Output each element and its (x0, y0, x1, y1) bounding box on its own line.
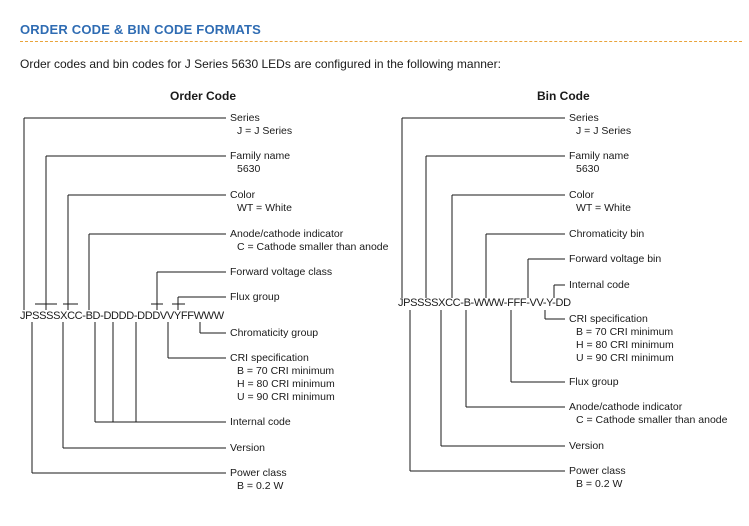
bin-version-title: Version (569, 440, 605, 452)
bin-family-title: Family name (569, 150, 630, 162)
intro-text: Order codes and bin codes for J Series 5… (20, 57, 501, 71)
order-power-title: Power class (230, 467, 287, 479)
bin-code-connectors (401, 117, 565, 472)
order-code-connectors (23, 117, 226, 474)
order-color-title: Color (230, 189, 256, 201)
order-family-value: 5630 (237, 163, 261, 175)
bin-power-value: B = 0.2 W (576, 478, 623, 490)
bin-cri-value-u: U = 90 CRI minimum (576, 352, 674, 364)
order-flux-title: Flux group (230, 291, 280, 303)
order-anode-value: C = Cathode smaller than anode (237, 241, 389, 253)
order-series-title: Series (230, 112, 260, 124)
bin-color-value: WT = White (576, 202, 631, 214)
order-color-label: Color WT = White (230, 189, 292, 215)
bin-cri-value-h: H = 80 CRI minimum (576, 339, 674, 351)
bin-internal-title: Internal code (569, 279, 630, 291)
bin-internal-label: Internal code (569, 279, 630, 292)
order-color-value: WT = White (237, 202, 292, 214)
bin-voltage-label: Forward voltage bin (569, 253, 661, 266)
order-code-string: JPSSSSXCC-BD-DDDD-DDDVVYFFWWW (20, 310, 224, 322)
order-power-value: B = 0.2 W (237, 480, 284, 492)
order-version-label: Version (230, 442, 265, 455)
bin-power-label: Power class B = 0.2 W (569, 465, 626, 491)
bin-power-title: Power class (569, 465, 626, 477)
bin-code-string: JPSSSSXCC-B-WWW-FFF-VV-Y-DD (398, 297, 571, 309)
order-power-label: Power class B = 0.2 W (230, 467, 287, 493)
order-internal-title: Internal code (230, 416, 291, 428)
bin-color-label: Color WT = White (569, 189, 631, 215)
order-cri-value-u: U = 90 CRI minimum (237, 391, 335, 403)
order-chroma-title: Chromaticity group (230, 327, 319, 339)
order-cri-label: CRI specification B = 70 CRI minimum H =… (230, 352, 335, 404)
order-cri-value-h: H = 80 CRI minimum (237, 378, 335, 390)
bin-flux-label: Flux group (569, 376, 619, 389)
bin-family-value: 5630 (576, 163, 600, 175)
bin-family-label: Family name 5630 (569, 150, 629, 176)
bin-series-value: J = J Series (576, 125, 632, 137)
order-internal-label: Internal code (230, 416, 291, 429)
title-divider (20, 41, 742, 42)
bin-anode-title: Anode/cathode indicator (569, 401, 683, 413)
order-family-label: Family name 5630 (230, 150, 290, 176)
order-family-title: Family name (230, 150, 291, 162)
order-anode-label: Anode/cathode indicator C = Cathode smal… (230, 228, 388, 254)
order-voltage-title: Forward voltage class (230, 266, 333, 278)
bin-chroma-label: Chromaticity bin (569, 228, 644, 241)
bin-code-heading: Bin Code (537, 89, 590, 103)
order-cri-title: CRI specification (230, 352, 309, 364)
bin-series-title: Series (569, 112, 599, 124)
order-series-value: J = J Series (237, 125, 293, 137)
bin-anode-label: Anode/cathode indicator C = Cathode smal… (569, 401, 727, 427)
order-anode-title: Anode/cathode indicator (230, 228, 344, 240)
bin-cri-label: CRI specification B = 70 CRI minimum H =… (569, 313, 674, 365)
section-title: ORDER CODE & BIN CODE FORMATS (20, 22, 262, 37)
bin-version-label: Version (569, 440, 604, 453)
order-cri-value-b: B = 70 CRI minimum (237, 365, 335, 377)
order-voltage-label: Forward voltage class (230, 266, 332, 279)
order-version-title: Version (230, 442, 266, 454)
bin-chroma-title: Chromaticity bin (569, 228, 645, 240)
order-flux-label: Flux group (230, 291, 280, 304)
bin-cri-title: CRI specification (569, 313, 648, 325)
bin-color-title: Color (569, 189, 595, 201)
bin-series-label: Series J = J Series (569, 112, 631, 138)
order-chroma-label: Chromaticity group (230, 327, 318, 340)
bin-flux-title: Flux group (569, 376, 619, 388)
bin-cri-value-b: B = 70 CRI minimum (576, 326, 674, 338)
order-series-label: Series J = J Series (230, 112, 292, 138)
bin-anode-value: C = Cathode smaller than anode (576, 414, 728, 426)
order-code-heading: Order Code (170, 89, 237, 103)
bin-voltage-title: Forward voltage bin (569, 253, 662, 265)
